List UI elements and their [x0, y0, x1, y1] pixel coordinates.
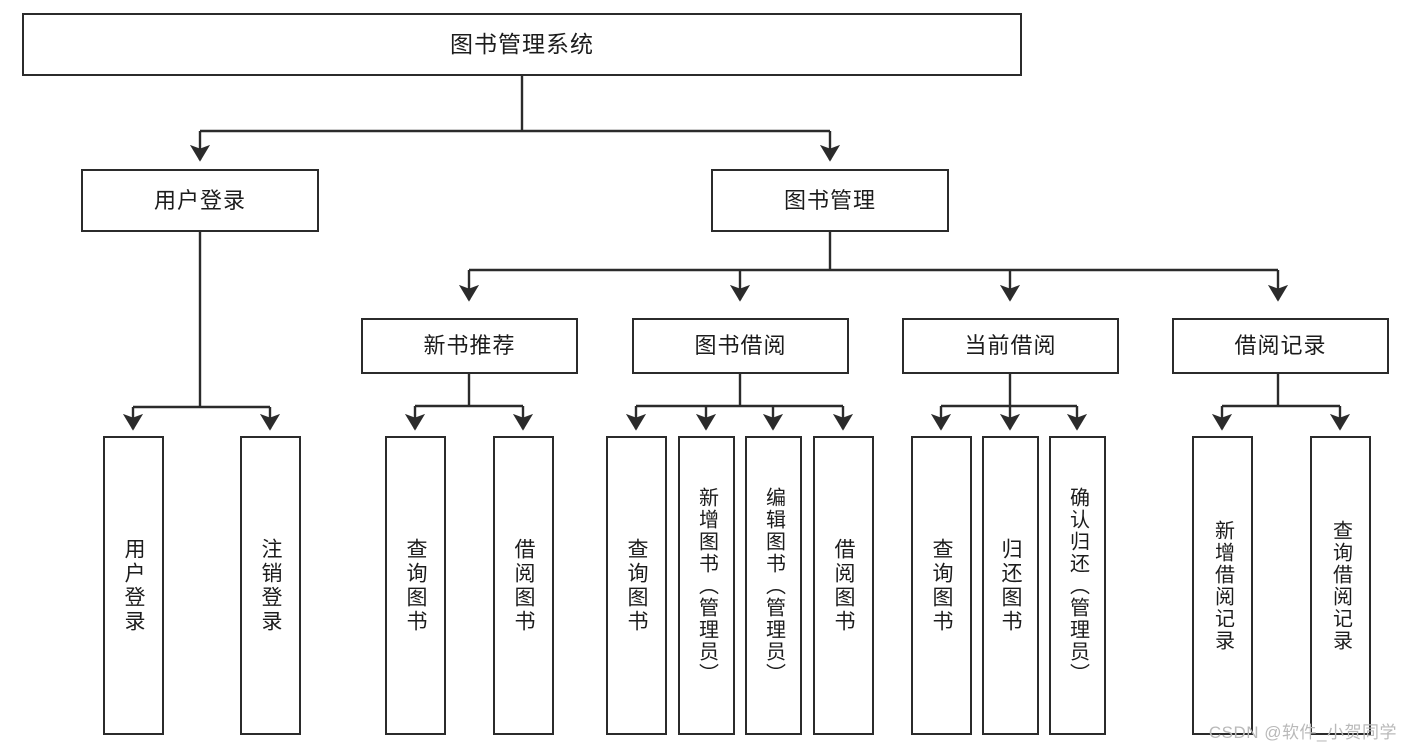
- node-current-borrow-label: 当前借阅: [964, 333, 1057, 359]
- node-new-book-recommend[interactable]: 新书推荐: [361, 318, 578, 374]
- leaf-query-book-current[interactable]: 查询图书: [911, 436, 972, 735]
- node-root[interactable]: 图书管理系统: [22, 13, 1022, 76]
- leaf-add-borrow-record[interactable]: 新增借阅记录: [1192, 436, 1253, 735]
- leaf-logout-label: 注销登录: [259, 537, 282, 634]
- node-user-login-label: 用户登录: [153, 187, 246, 213]
- leaf-confirm-return-admin[interactable]: 确认归还（管理员）: [1049, 436, 1106, 735]
- leaf-borrow-book-recommend-label: 借阅图书: [512, 537, 535, 634]
- leaf-user-login-label: 用户登录: [122, 537, 145, 634]
- node-book-management[interactable]: 图书管理: [711, 169, 949, 232]
- leaf-query-book-current-label: 查询图书: [930, 537, 953, 634]
- leaf-confirm-return-admin-label: 确认归还（管理员）: [1066, 486, 1089, 685]
- leaf-return-book[interactable]: 归还图书: [982, 436, 1039, 735]
- leaf-query-borrow-record-label: 查询借阅记录: [1329, 519, 1352, 652]
- node-book-borrow-label: 图书借阅: [694, 333, 787, 359]
- leaf-edit-book-admin[interactable]: 编辑图书（管理员）: [745, 436, 802, 735]
- node-borrow-record-label: 借阅记录: [1234, 333, 1327, 359]
- leaf-user-login[interactable]: 用户登录: [103, 436, 164, 735]
- node-borrow-record[interactable]: 借阅记录: [1172, 318, 1389, 374]
- leaf-borrow-book-borrow[interactable]: 借阅图书: [813, 436, 874, 735]
- leaf-add-borrow-record-label: 新增借阅记录: [1211, 519, 1234, 652]
- node-book-management-label: 图书管理: [783, 187, 876, 213]
- node-root-label: 图书管理系统: [450, 30, 594, 57]
- leaf-add-book-admin-label: 新增图书（管理员）: [695, 486, 718, 685]
- csdn-watermark: CSDN @软件_小贺同学: [1208, 723, 1397, 742]
- leaf-query-book-recommend[interactable]: 查询图书: [385, 436, 446, 735]
- leaf-query-book-borrow-label: 查询图书: [625, 537, 648, 634]
- leaf-query-borrow-record[interactable]: 查询借阅记录: [1310, 436, 1371, 735]
- node-current-borrow[interactable]: 当前借阅: [902, 318, 1119, 374]
- leaf-borrow-book-recommend[interactable]: 借阅图书: [493, 436, 554, 735]
- node-user-login[interactable]: 用户登录: [81, 169, 319, 232]
- leaf-borrow-book-borrow-label: 借阅图书: [832, 537, 855, 634]
- leaf-query-book-borrow[interactable]: 查询图书: [606, 436, 667, 735]
- leaf-logout[interactable]: 注销登录: [240, 436, 301, 735]
- leaf-add-book-admin[interactable]: 新增图书（管理员）: [678, 436, 735, 735]
- node-new-book-recommend-label: 新书推荐: [423, 333, 516, 359]
- leaf-return-book-label: 归还图书: [999, 537, 1022, 634]
- leaf-edit-book-admin-label: 编辑图书（管理员）: [762, 486, 785, 685]
- node-book-borrow[interactable]: 图书借阅: [632, 318, 849, 374]
- leaf-query-book-recommend-label: 查询图书: [404, 537, 427, 634]
